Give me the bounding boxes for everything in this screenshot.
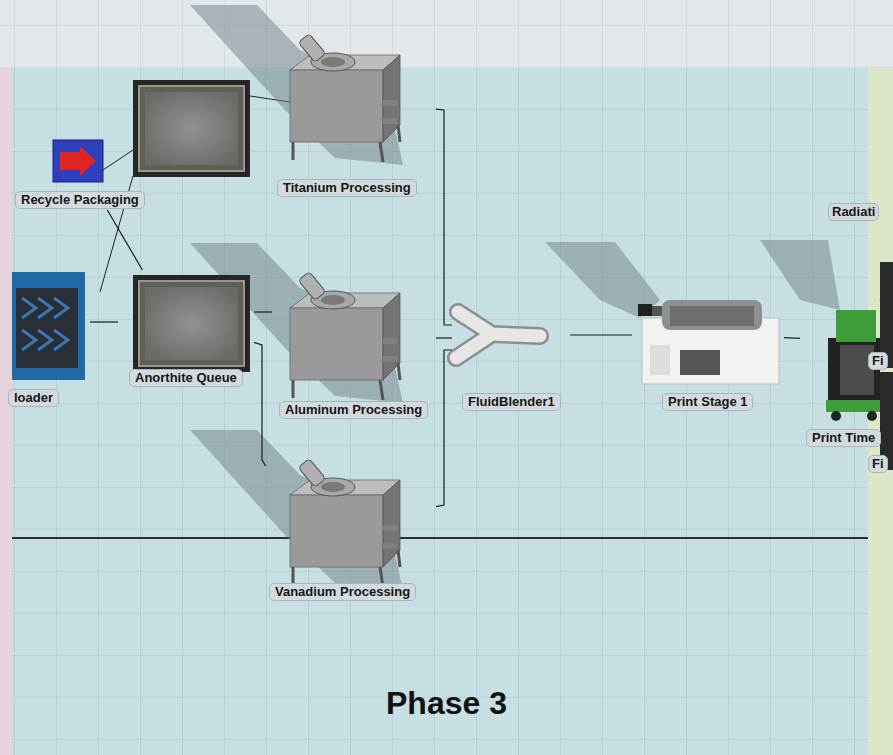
process-object: loader: [8, 266, 90, 408]
object-label: Print Stage 1: [662, 393, 753, 411]
process-object: Print Time: [800, 300, 888, 448]
object-connection: [436, 350, 452, 507]
object-label: Titanium Processing: [277, 179, 417, 197]
object-label: Aluminum Processing: [279, 401, 428, 419]
object-label: Fi: [868, 352, 888, 370]
phase-title: Phase 3: [0, 684, 893, 722]
process-object: Anorthite Queue: [118, 270, 254, 388]
process-object: Print Stage 1: [632, 292, 784, 412]
process-object: Vanadium Processing: [250, 466, 436, 602]
object-connection: [90, 321, 118, 322]
process-object: Titanium Processing: [258, 26, 436, 198]
object-connection: [436, 109, 452, 325]
object-label: Fi: [868, 455, 888, 473]
object-label: loader: [8, 389, 59, 407]
object-label: Anorthite Queue: [129, 369, 243, 387]
object-connection: [107, 210, 142, 270]
object-connection: [436, 337, 452, 338]
process-object: Recycle Packaging: [4, 136, 156, 210]
object-label: FluidBlender1: [462, 393, 561, 411]
object-connection: [254, 342, 266, 466]
object-label: Print Time: [806, 429, 881, 447]
process-object: FluidBlender1: [452, 296, 570, 412]
object-connection: [784, 337, 800, 339]
object-label: Recycle Packaging: [15, 191, 145, 209]
object-connection: [254, 311, 272, 312]
object-label: Vanadium Processing: [269, 583, 416, 601]
object-connection: [570, 334, 632, 335]
process-object: Aluminum Processing: [272, 282, 436, 420]
object-label: Radiati: [828, 203, 879, 221]
